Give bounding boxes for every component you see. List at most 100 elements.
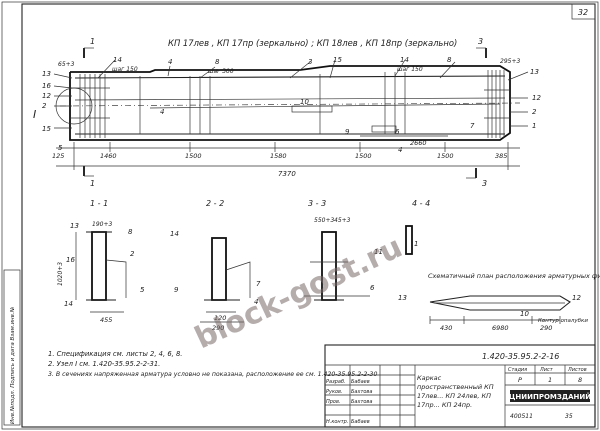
dim-value: 45+3 xyxy=(334,217,351,224)
col-value: 8 xyxy=(578,376,582,384)
pos-label: 14 xyxy=(170,230,179,238)
left-end-cage xyxy=(55,74,110,138)
section-4-4: 4 - 4 1 xyxy=(405,199,430,255)
pos-label: 4 xyxy=(254,298,258,306)
footer-code: 400511 xyxy=(510,413,533,420)
dim-value: 1580 xyxy=(270,152,287,160)
pos-label: 2 xyxy=(130,250,135,258)
section-title: 1 - 1 xyxy=(90,199,108,208)
cut-label: 3 xyxy=(482,179,487,188)
pos-label: 15 xyxy=(333,56,342,64)
pos-label: 5 xyxy=(140,286,145,294)
pos-label: 16 xyxy=(66,256,75,264)
pos-label: 8 xyxy=(447,56,452,64)
pos-label: 15 xyxy=(42,125,51,133)
dim-value: 190+3 xyxy=(92,221,112,228)
dim-value: 455 xyxy=(100,316,112,324)
org-name: ЦНИИПРОМЗДАНИЙ xyxy=(509,392,591,401)
org-stamp-bg xyxy=(510,390,590,402)
pos-label: 13 xyxy=(70,222,79,230)
title-block: 1.420-35.95.2-2-16 Разраб. Руков. Пров. … xyxy=(324,344,596,428)
col-header: Лист xyxy=(539,367,554,373)
pos-label: 12 xyxy=(572,294,581,302)
pos-label: 14 xyxy=(113,56,122,64)
role-label: Разраб. xyxy=(326,379,346,385)
pos-label: 9 xyxy=(174,286,179,294)
note-line: 1. Спецификация см. листы 2, 4, 6, 8. xyxy=(48,350,182,358)
person-name: Бахтова xyxy=(351,389,372,395)
dim-value: 120 xyxy=(214,314,226,322)
pos-label: 1 xyxy=(414,240,418,248)
pos-label: 7 xyxy=(256,280,261,288)
dimension-values: 125 1460 1500 1580 1500 1500 385 2660 73… xyxy=(52,139,507,178)
section-title: 2 - 2 xyxy=(206,199,224,208)
contour-note: Контур опалубки xyxy=(538,318,588,324)
pos-label: 7 xyxy=(470,122,475,130)
doc-code: 1.420-35.95.2-2-16 xyxy=(482,352,559,361)
note-line: 2. Узел I см. 1.420-35.95.2-2-31. xyxy=(48,360,160,368)
margin-stamp-text: Инв.№подл. Подпись и дата Взам.инв.№ xyxy=(10,306,16,424)
elevation-view: 14 4 3 15 8 14 13 8 шаг 150 шаг 300 шаг … xyxy=(33,37,541,188)
mid-line xyxy=(74,97,506,101)
step-label: шаг 300 xyxy=(208,68,234,75)
col-value: 1 xyxy=(548,376,552,384)
dimension-lines xyxy=(56,135,520,170)
dim-value: 1500 xyxy=(437,152,454,160)
cut-label: 1 xyxy=(90,37,95,46)
dim-value: 2660 xyxy=(410,139,427,147)
fixator-plan: Схематичный план расположения арматурных… xyxy=(398,272,600,332)
pos-label: 8 xyxy=(215,58,220,66)
cut-label: 4 xyxy=(398,146,402,154)
small-dim: 65+3 xyxy=(58,61,75,68)
pos-label: 13 xyxy=(398,294,407,302)
page-number-box xyxy=(571,3,596,20)
pos-label: 10 xyxy=(300,98,309,106)
person-name: Бахтова xyxy=(351,399,372,405)
role-label: Н.контр. xyxy=(326,419,348,425)
role-label: Руков. xyxy=(326,389,343,395)
dim-value: 290 xyxy=(212,324,224,332)
note-line: 3. В сечениях напряженная арматура услов… xyxy=(48,371,377,378)
leader-lines xyxy=(53,59,529,129)
pos-label: 13 xyxy=(530,68,539,76)
col-header: Листов xyxy=(567,367,587,373)
step-label: шаг 150 xyxy=(112,66,138,73)
pos-label: 11 xyxy=(374,248,383,256)
section-3-3: 3 - 3 550+3 45+3 11 6 xyxy=(304,199,383,301)
pos-label: 14 xyxy=(64,300,73,308)
pos-label: 8 xyxy=(128,228,133,236)
pos-label: 12 xyxy=(42,92,51,100)
stirrups xyxy=(139,72,406,134)
pos-label: 2 xyxy=(532,108,537,116)
elevation-top-labels: 14 4 3 15 8 14 13 8 шаг 150 шаг 300 шаг … xyxy=(58,56,539,76)
dim-value: 6980 xyxy=(492,324,509,332)
pos-label: 4 xyxy=(160,108,164,116)
elevation-side-labels: 13 16 12 2 15 I 12 2 1 xyxy=(33,70,541,133)
section-title: 4 - 4 xyxy=(412,199,430,208)
node-mark: I xyxy=(33,108,36,121)
col-value: Р xyxy=(518,376,522,384)
pos-label: 14 xyxy=(400,56,409,64)
margin-stamp xyxy=(3,269,21,426)
person-name: Бабаев xyxy=(351,379,370,385)
page-number: 32 xyxy=(578,8,588,17)
pos-label: 2 xyxy=(42,102,47,110)
sheet-inner-frame xyxy=(21,3,596,428)
right-end-cage xyxy=(484,70,510,138)
cut-label: 1 xyxy=(90,179,95,188)
dim-value: 1500 xyxy=(355,152,372,160)
notes: 1. Спецификация см. листы 2, 4, 6, 8. 2.… xyxy=(48,350,377,378)
frame-contour xyxy=(69,65,511,141)
plan-caption: Схематичный план расположения арматурных… xyxy=(428,272,600,280)
pos-label: 3 xyxy=(308,58,312,66)
cut-label: 3 xyxy=(478,37,483,46)
pos-label: 1 xyxy=(532,122,536,130)
pos-label: 13 xyxy=(42,70,51,78)
dim-value: 550+3 xyxy=(314,217,334,224)
dim-value: 1020+3 xyxy=(57,262,64,286)
pos-label: 10 xyxy=(520,310,529,318)
top-chord xyxy=(74,75,506,79)
axis-line xyxy=(59,102,521,107)
